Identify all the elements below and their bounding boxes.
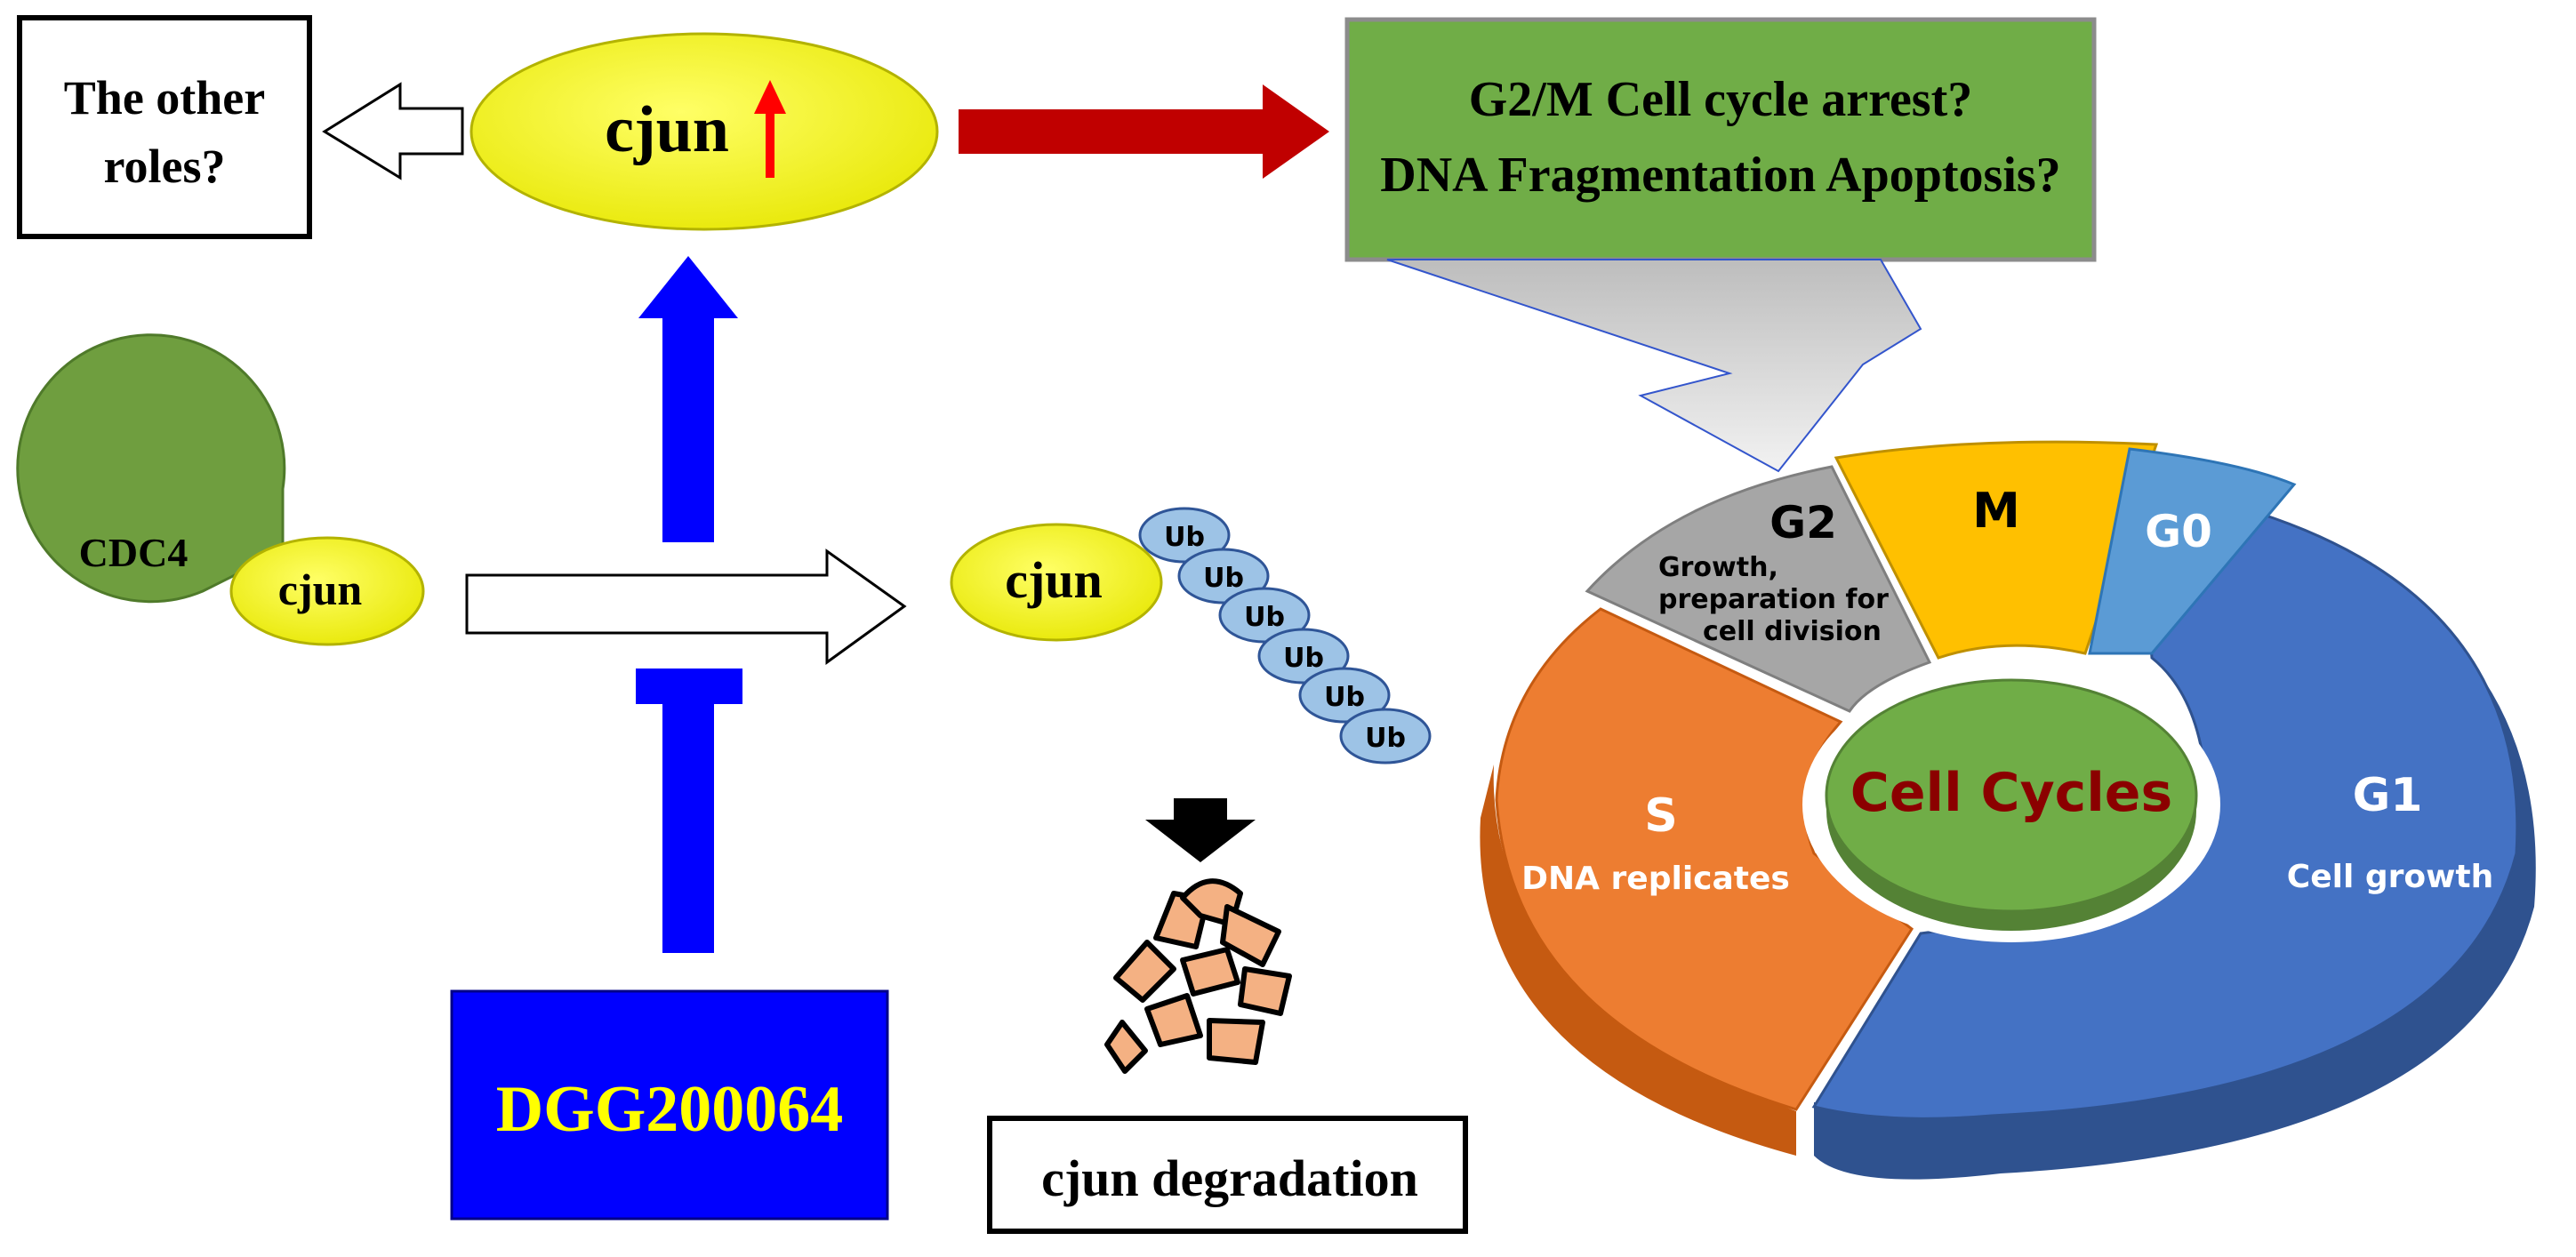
- inhibition-shaft: [662, 704, 714, 953]
- cjun-ub-label: cjun: [1005, 551, 1103, 609]
- inhibition-bar: [636, 669, 742, 704]
- cdc4-label: CDC4: [79, 530, 189, 575]
- other-roles-box: [17, 15, 312, 239]
- other-roles-text-line1: The other: [64, 71, 265, 124]
- s-side-wall: [1480, 765, 1796, 1156]
- outcome-text-line2: DNA Fragmentation Apoptosis?: [1380, 148, 2060, 203]
- g1-desc: Cell growth: [2287, 859, 2493, 895]
- cjun-up-ellipse: [469, 32, 939, 231]
- cjun-bound-label: cjun: [278, 564, 363, 614]
- s-label: S: [1644, 789, 1677, 843]
- g0-segment: [2088, 447, 2297, 655]
- degradation-label: cjun degradation: [1041, 1149, 1418, 1207]
- g2-segment: [1585, 465, 1932, 713]
- outcome-text-line1: G2/M Cell cycle arrest?: [1469, 72, 1973, 127]
- cdc4-shape: [16, 333, 286, 604]
- ub-label: Ub: [1365, 723, 1406, 754]
- upregulation-arrow-icon: [754, 80, 786, 178]
- ub-label: Ub: [1164, 522, 1205, 553]
- callout-arrow: [1386, 259, 1922, 473]
- degradation-box: [987, 1116, 1468, 1234]
- g2-desc-line2: preparation for: [1658, 584, 1889, 615]
- ub-label: Ub: [1283, 643, 1324, 674]
- degraded-protein-icon: [1104, 878, 1292, 1074]
- m-label: M: [1972, 483, 2020, 539]
- cell-cycle-ring: Cell Cycles G2 Growth, preparation for c…: [1480, 440, 2536, 1180]
- s-desc: DNA replicates: [1521, 861, 1790, 897]
- g1-label: G1: [2353, 769, 2423, 822]
- ub-label: Ub: [1324, 682, 1365, 713]
- center-disc: [1825, 678, 2198, 913]
- g0-label: G0: [2145, 506, 2212, 557]
- outcome-box: [1344, 17, 2097, 262]
- ub-bead: [1298, 667, 1391, 724]
- cjun-ub-ellipse: [950, 523, 1163, 642]
- center-label: Cell Cycles: [1850, 762, 2172, 824]
- blue-arrow-up-head: [638, 256, 738, 318]
- g2-desc-line3: cell division: [1703, 616, 1882, 647]
- cjun-bound-ellipse: [229, 536, 425, 646]
- other-roles-text-line2: roles?: [104, 140, 226, 193]
- g2-desc-line1: Growth,: [1658, 552, 1778, 583]
- black-down-arrow-icon: [1145, 798, 1256, 862]
- blue-arrow-up-shaft: [662, 307, 714, 542]
- g2-label: G2: [1769, 497, 1837, 548]
- ub-bead: [1339, 708, 1432, 765]
- arrow-to-outcome: [959, 84, 1329, 179]
- m-segment: [1834, 440, 2159, 660]
- cjun-up-label: cjun: [605, 93, 729, 166]
- ub-label: Ub: [1203, 563, 1244, 594]
- arrow-to-ubiquitination: [465, 548, 907, 665]
- compound-label: DGG200064: [496, 1073, 844, 1146]
- ubiquitin-chain: Ub Ub Ub Ub Ub Ub: [1138, 507, 1432, 765]
- compound-box: [450, 989, 889, 1221]
- arrow-to-other-roles: [322, 82, 464, 180]
- ub-label: Ub: [1244, 602, 1285, 633]
